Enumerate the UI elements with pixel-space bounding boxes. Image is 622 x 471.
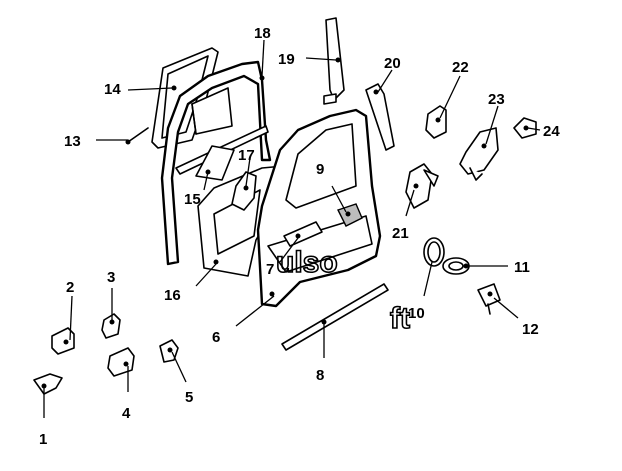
part-24-lock-cap: [513, 117, 537, 139]
callout-20: 20: [384, 55, 401, 72]
callout-18: 18: [254, 25, 271, 42]
callout-14: 14: [104, 81, 121, 98]
callout-12: 12: [522, 321, 539, 338]
callout-17: 17: [238, 147, 255, 164]
callout-13: 13: [64, 133, 81, 150]
callout-8: 8: [316, 367, 324, 384]
callout-22: 22: [452, 59, 469, 76]
callout-21: 21: [392, 225, 409, 242]
callout-16: 16: [164, 287, 181, 304]
part-7-door-check: [283, 221, 323, 247]
part-1-hinge: [33, 373, 63, 395]
callout-24: 24: [543, 123, 560, 140]
callout-11: 11: [514, 259, 530, 276]
watermark-line-1: ulso: [276, 246, 338, 279]
part-23-lock-mechanism: [459, 127, 499, 181]
part-17-latch-bracket: [231, 171, 257, 211]
part-15-regulator-rail: [175, 125, 269, 181]
callout-6: 6: [212, 329, 220, 346]
callout-19: 19: [278, 51, 295, 68]
callout-7: 7: [266, 261, 274, 278]
part-18-window-frame: [160, 60, 272, 266]
callout-10: 10: [408, 305, 425, 322]
callout-1: 1: [39, 431, 47, 448]
callout-4: 4: [122, 405, 131, 422]
part-20-pillar-trim: [365, 83, 395, 151]
part-8-weatherstrip: [281, 283, 389, 351]
callout-23: 23: [488, 91, 505, 108]
part-10-seal-ring: [423, 237, 445, 267]
part-19-run-channel: [323, 17, 345, 105]
part-11-handle-bezel: [442, 257, 470, 275]
callout-5: 5: [185, 389, 193, 406]
callout-15: 15: [184, 191, 201, 208]
callout-labels: 1 2 3 4 5 6 7 8 9 10 11 12 13 14 15 16 1…: [39, 25, 560, 448]
part-6-door-shell: [256, 108, 382, 308]
part-12-key-cylinder: [477, 283, 501, 315]
callout-2: 2: [66, 279, 74, 296]
part-22-lock-bracket: [425, 105, 447, 139]
leader-lines: [43, 39, 541, 418]
part-3-hinge-pin: [101, 313, 121, 339]
part-4-hinge: [107, 347, 135, 377]
part-13-screw: [125, 127, 149, 145]
callout-3: 3: [107, 269, 115, 286]
watermark-line-2: ft: [390, 302, 410, 335]
watermark: ulso ft: [275, 245, 411, 336]
callout-9: 9: [316, 161, 324, 178]
part-2-hinge: [51, 327, 75, 355]
